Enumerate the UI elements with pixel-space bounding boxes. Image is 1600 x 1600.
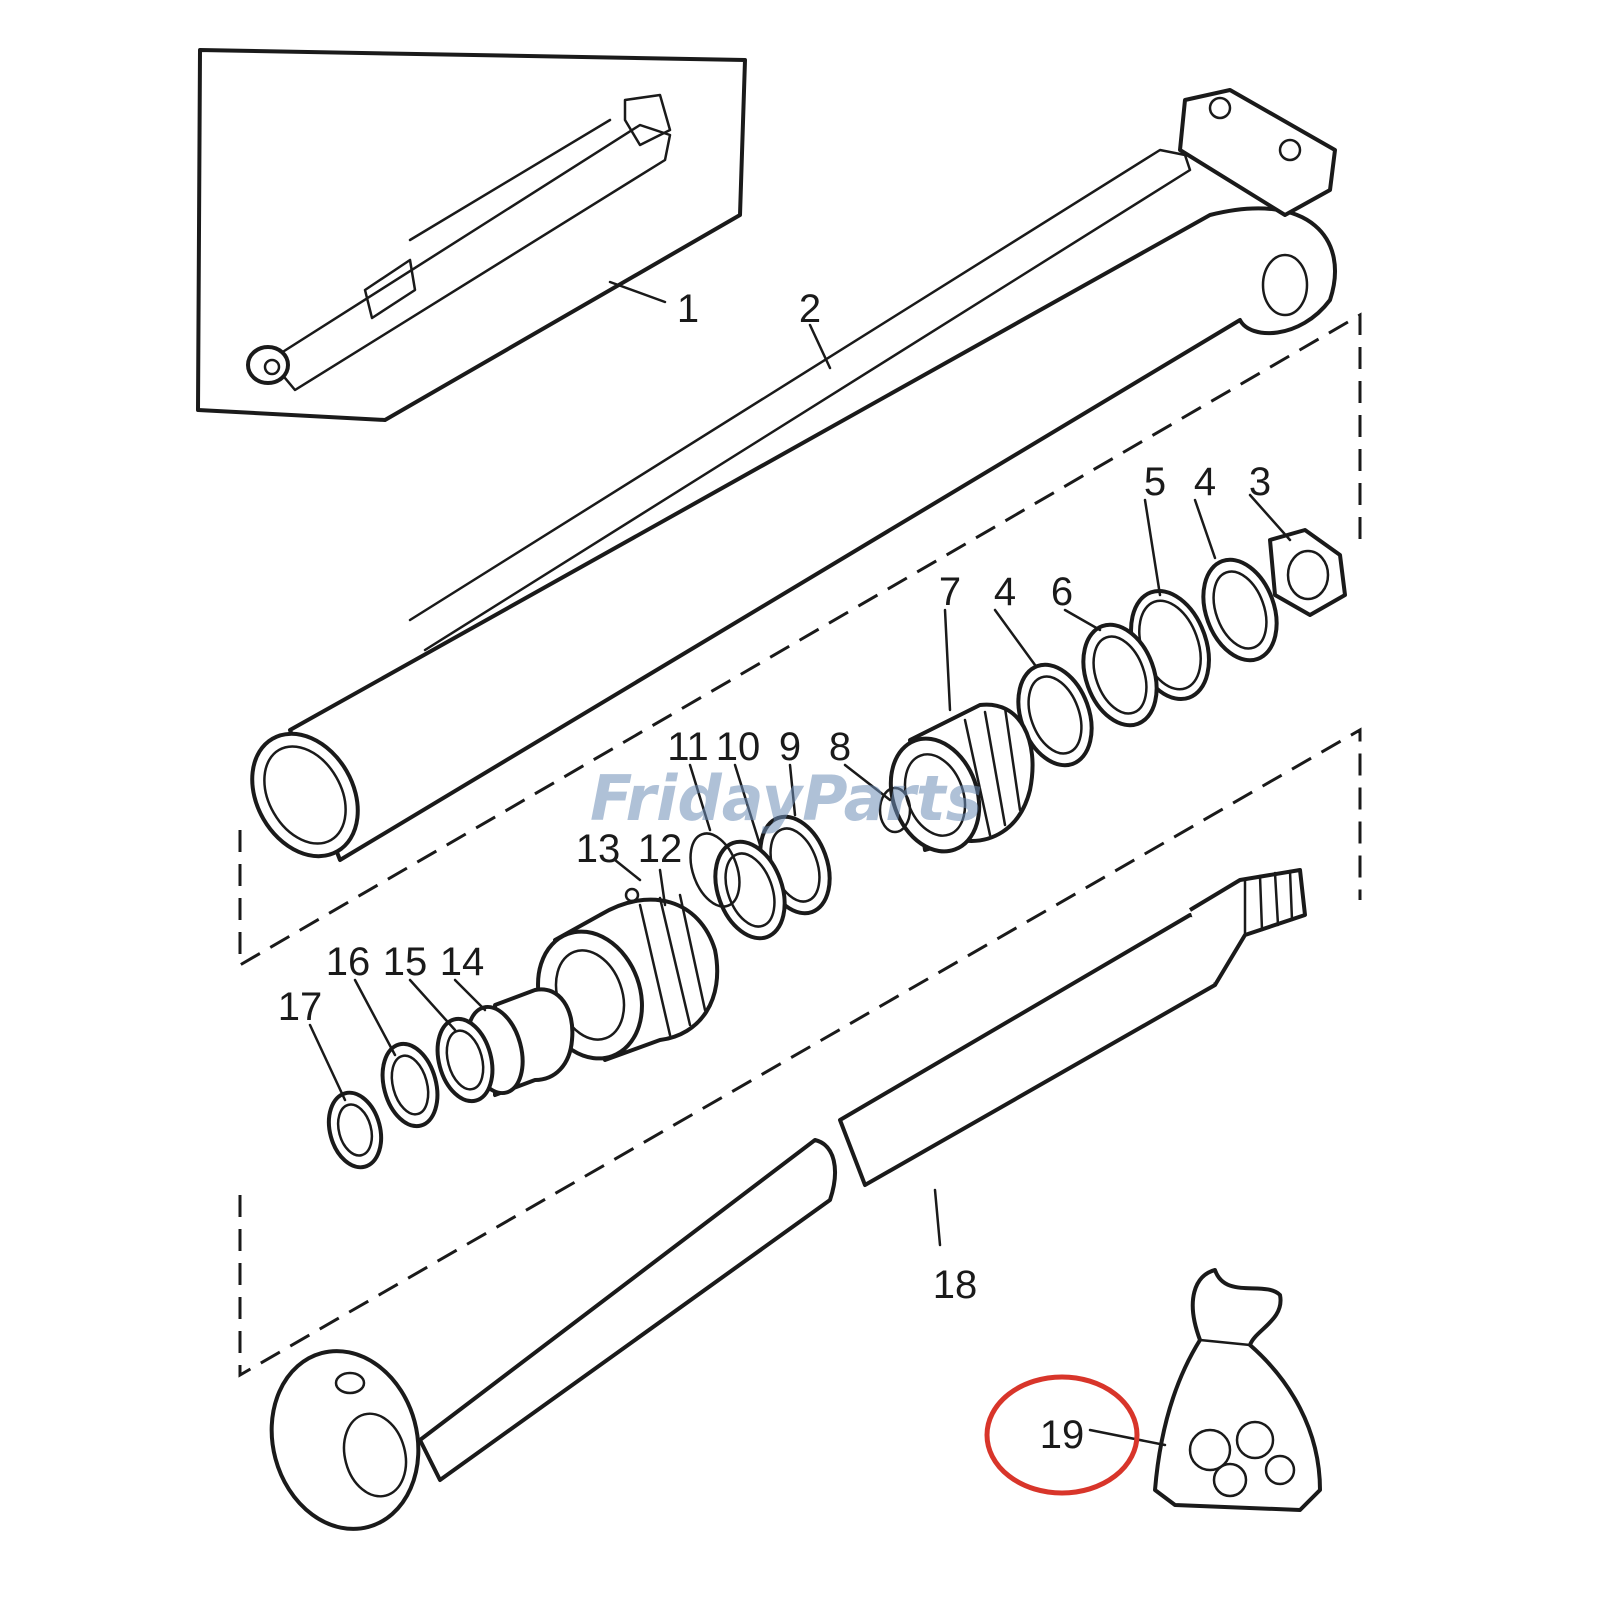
callout-17: 17 bbox=[278, 985, 323, 1029]
piston-rod bbox=[269, 868, 1307, 1531]
callout-16: 16 bbox=[326, 940, 371, 984]
callout-2: 2 bbox=[799, 287, 821, 331]
callout-9: 9 bbox=[779, 725, 801, 769]
callout-13: 13 bbox=[576, 827, 621, 871]
inset-assembly-view bbox=[196, 48, 747, 422]
exploded-guide-lines bbox=[238, 312, 1362, 1378]
callout-6: 6 bbox=[1051, 570, 1073, 614]
callout-labels: 1 2 3 4 5 4 6 7 8 9 10 11 12 13 14 15 16… bbox=[278, 287, 1271, 1457]
callout-19: 19 bbox=[1040, 1413, 1085, 1457]
head-seals-group bbox=[1016, 528, 1347, 768]
callout-8: 8 bbox=[829, 725, 851, 769]
gland-group bbox=[689, 702, 1035, 941]
seal-kit-bag bbox=[1153, 1268, 1322, 1512]
callout-4a: 4 bbox=[1194, 460, 1216, 504]
piston-group bbox=[326, 887, 720, 1170]
callout-7: 7 bbox=[939, 570, 961, 614]
callout-10: 10 bbox=[716, 725, 761, 769]
callout-12: 12 bbox=[638, 827, 683, 871]
callout-11: 11 bbox=[667, 725, 709, 769]
highlight-circle bbox=[984, 1374, 1140, 1496]
callout-1: 1 bbox=[677, 287, 699, 331]
cylinder-tube bbox=[250, 88, 1337, 862]
callout-5: 5 bbox=[1144, 460, 1166, 504]
callout-4b: 4 bbox=[994, 570, 1016, 614]
callout-15: 15 bbox=[383, 940, 428, 984]
leader-lines bbox=[308, 280, 1292, 1447]
callout-18: 18 bbox=[933, 1263, 978, 1307]
watermark-logo: FridayParts bbox=[590, 762, 983, 835]
callout-3: 3 bbox=[1249, 460, 1271, 504]
callout-14: 14 bbox=[440, 940, 485, 984]
